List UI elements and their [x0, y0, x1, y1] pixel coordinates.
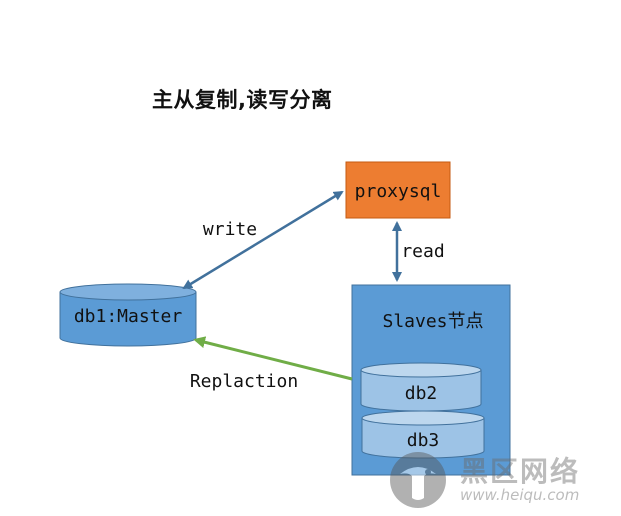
proxysql-label: proxysql: [355, 181, 442, 202]
diagram-title: 主从复制,读写分离: [152, 88, 333, 112]
master-label: db1:Master: [74, 306, 183, 327]
db2-node: db2: [360, 362, 482, 412]
proxysql-node: proxysql: [345, 161, 451, 219]
db3-node: db3: [361, 410, 485, 459]
master-db-node: db1:Master: [59, 283, 197, 347]
watermark-url: www.heiqu.com: [460, 486, 580, 504]
slaves-label: Slaves节点: [382, 311, 483, 332]
write-edge: [182, 190, 344, 290]
replication-edge: [193, 336, 353, 381]
db3-label: db3: [407, 430, 440, 451]
replication-label: Replaction: [190, 371, 298, 392]
slaves-group: Slaves节点 db2 db3: [351, 284, 511, 476]
db2-label: db2: [405, 383, 438, 404]
read-label: read: [401, 241, 444, 262]
watermark: 黑区网络 www.heiqu.com: [388, 450, 618, 510]
write-label: write: [203, 219, 257, 240]
watermark-logo-icon: [390, 452, 446, 508]
watermark-text: 黑区网络: [460, 455, 581, 488]
